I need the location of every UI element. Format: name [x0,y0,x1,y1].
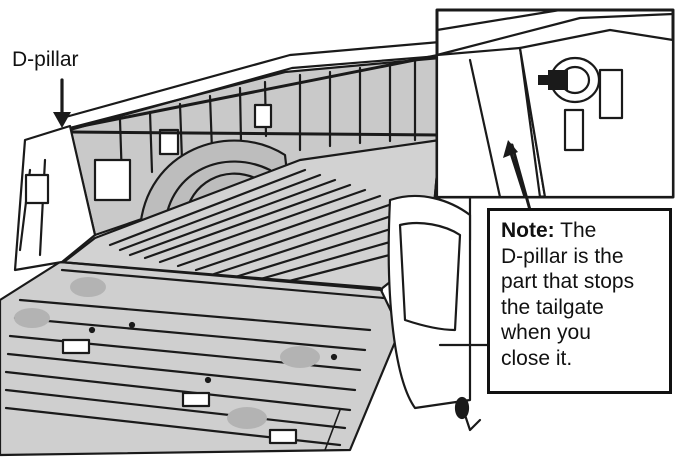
note-box: Note: The D-pillar is the part that stop… [487,208,672,394]
note-line: when you [501,320,659,346]
note-heading: Note: [501,219,555,242]
note-line: the tailgate [501,295,659,321]
tailgate [0,262,400,455]
note-line: part that stops [501,269,659,295]
inset-zoom-view [437,10,673,210]
note-line: The [560,219,596,242]
note-first-line: Note: The [501,218,659,244]
note-line: close it. [501,346,659,372]
d-pillar-arrow [53,80,71,128]
d-pillar-label: D-pillar [12,48,79,72]
note-line: D-pillar is the [501,244,659,270]
